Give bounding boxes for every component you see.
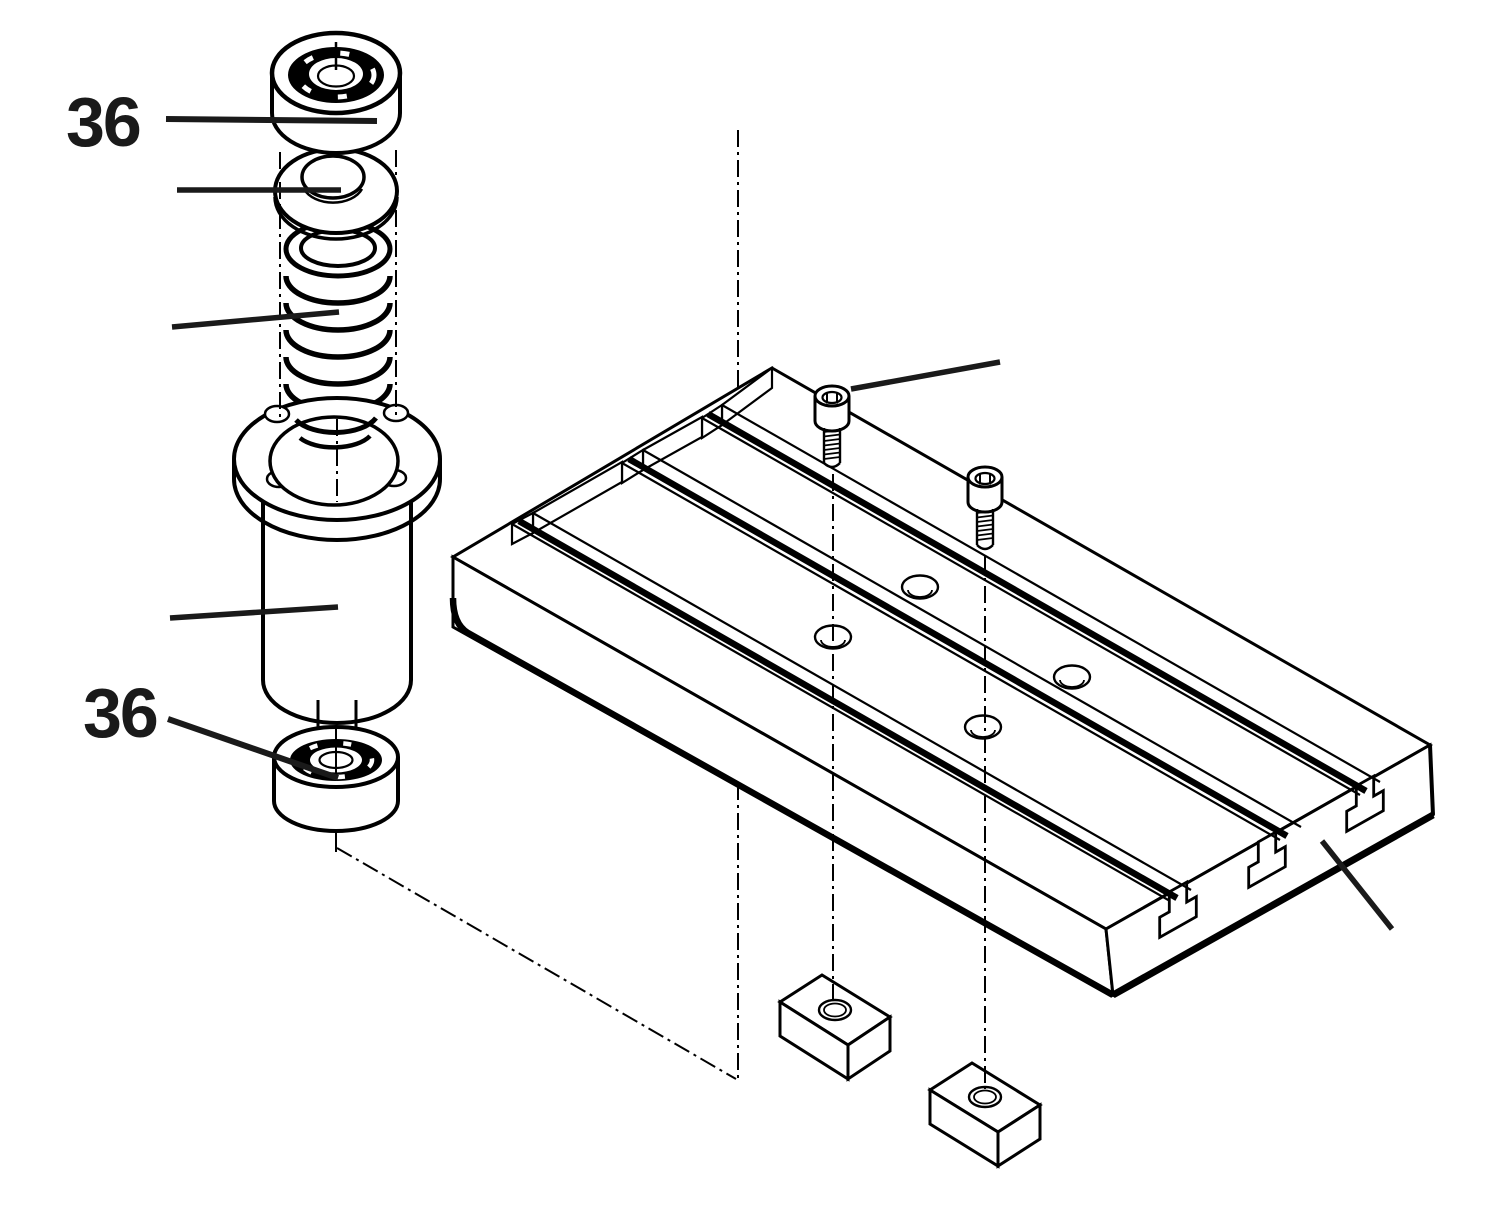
plate-front-bottom-edge (449, 597, 1115, 998)
leader-lines (165, 116, 1395, 931)
housing-flange-wall (232, 478, 442, 542)
mounting-hole (963, 714, 1003, 740)
leader-screw (850, 359, 1001, 392)
washer-thickness-edge (273, 196, 399, 241)
screw-tip (976, 544, 994, 551)
hex-socket-icon (821, 390, 843, 405)
thread-line (976, 532, 994, 537)
flanged-bearing-housing (232, 396, 442, 731)
thread-line (976, 514, 994, 519)
t-nut-2 (927, 1061, 1043, 1169)
leader-housing (169, 604, 339, 621)
thread-line (823, 433, 841, 438)
thread-line (823, 451, 841, 456)
callout-36-upper: 36 (66, 83, 140, 161)
mounting-hole-depth (907, 589, 933, 598)
thread-line (823, 447, 841, 451)
plate-right-corner-edge (1428, 744, 1435, 816)
leader-spring (171, 309, 340, 330)
slot-groove (706, 411, 1368, 794)
t-nut-thread (973, 1089, 997, 1105)
thread-line (823, 442, 841, 447)
centerlines (336, 130, 986, 1089)
washer-hole-thickness (302, 188, 364, 204)
slot-far-edge (642, 449, 1302, 828)
upper-bearing-ball-highlights (295, 50, 377, 100)
spring-coil-in-bore (298, 434, 372, 450)
thread-line (976, 519, 994, 523)
assembly-axis-diagonal (336, 847, 737, 1080)
slot-near-edge (701, 417, 1361, 796)
leader-upper-bearing (165, 116, 378, 124)
slot-groove (517, 518, 1179, 901)
slot-left-end-opening (510, 511, 535, 546)
lower-ball-bearing (272, 725, 400, 852)
mounting-hole-depth (1059, 679, 1085, 688)
upper-ball-bearing (269, 30, 403, 155)
t-slot-2 (621, 449, 1302, 841)
spring-coil (283, 329, 393, 360)
slot-near-edge (511, 523, 1171, 902)
left-assembly-centerlines (279, 150, 397, 417)
lower-bearing-ball-highlights (297, 740, 375, 780)
thread-line (976, 537, 994, 541)
socket-head-screw-2 (966, 465, 1004, 551)
screw-tip (823, 462, 841, 469)
spring-coil (283, 356, 393, 387)
thread-line (823, 438, 841, 442)
t-nut-side-face (846, 1014, 892, 1082)
thread-line (976, 523, 994, 528)
upper-bearing-ball-race (288, 47, 384, 103)
mounting-hole (900, 574, 940, 600)
callout-36-lower: 36 (83, 674, 157, 752)
spring-coil (283, 275, 393, 306)
leader-t-slot (1319, 839, 1395, 931)
mounting-hole (1052, 664, 1092, 690)
thread-line (823, 456, 841, 460)
t-slot-cross-section (1345, 773, 1385, 834)
hex-socket-icon (974, 471, 996, 486)
plate-end-bottom-edge (1111, 811, 1435, 999)
socket-head-screw-1 (813, 384, 851, 469)
thread-line (976, 528, 994, 532)
t-slot-table-plate (449, 365, 1435, 999)
t-slot-3 (511, 512, 1192, 902)
thread-line (823, 429, 841, 433)
thread-line (976, 510, 994, 514)
flat-washer (273, 147, 399, 241)
leader-lower-bearing (167, 716, 339, 781)
screw-shank-mask (977, 509, 993, 545)
flange-bolt-hole (263, 404, 291, 424)
housing-cylinder (261, 500, 413, 725)
slot-near-edge (621, 462, 1281, 841)
slot-groove (627, 456, 1289, 839)
mounting-hole-depth (970, 729, 996, 738)
t-nut-side-face (996, 1102, 1042, 1169)
t-nut-1 (777, 973, 893, 1082)
t-nut-thread (823, 1002, 847, 1018)
slot-far-edge (532, 512, 1192, 891)
